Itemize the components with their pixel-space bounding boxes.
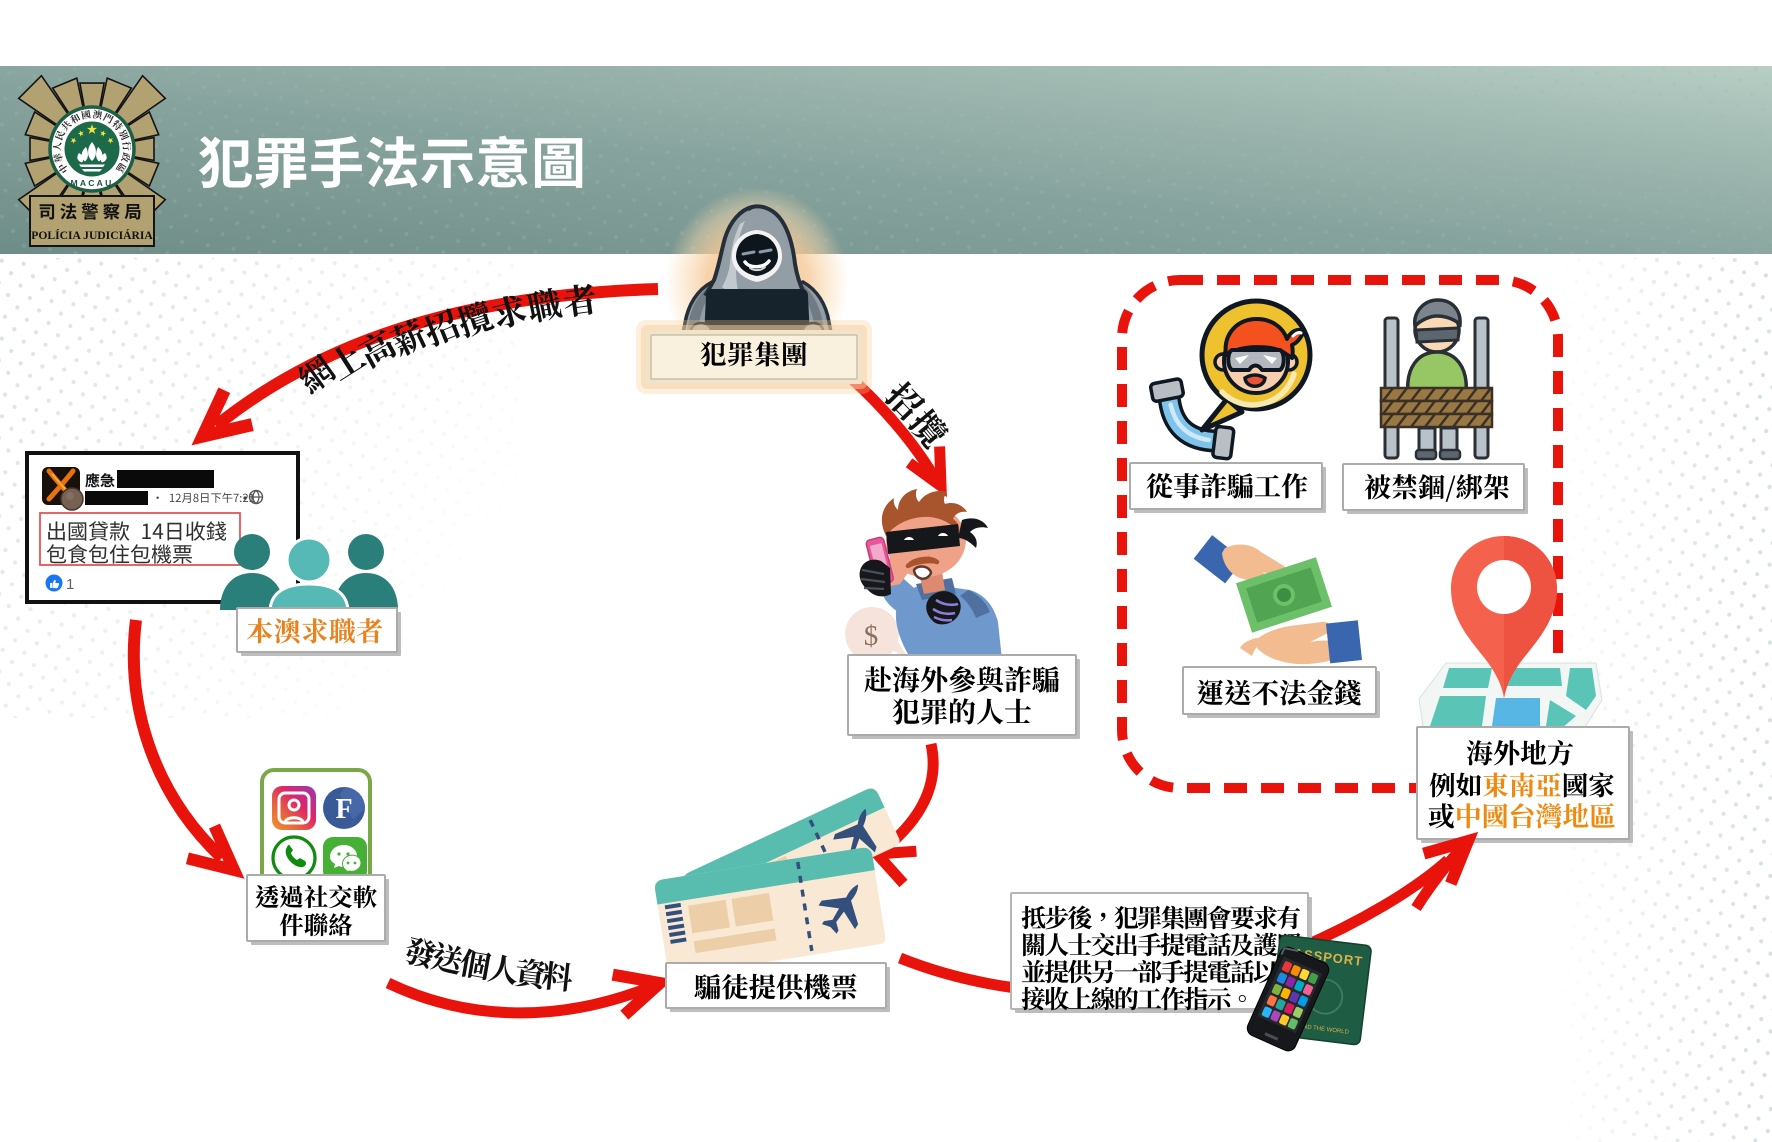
svg-text:F: F — [335, 794, 352, 825]
svg-text:MACAU: MACAU — [71, 178, 114, 188]
svg-text:POLÍCIA JUDICIÁRIA: POLÍCIA JUDICIÁRIA — [31, 228, 153, 242]
svg-text:$: $ — [864, 620, 879, 652]
svg-text:1: 1 — [66, 576, 74, 593]
